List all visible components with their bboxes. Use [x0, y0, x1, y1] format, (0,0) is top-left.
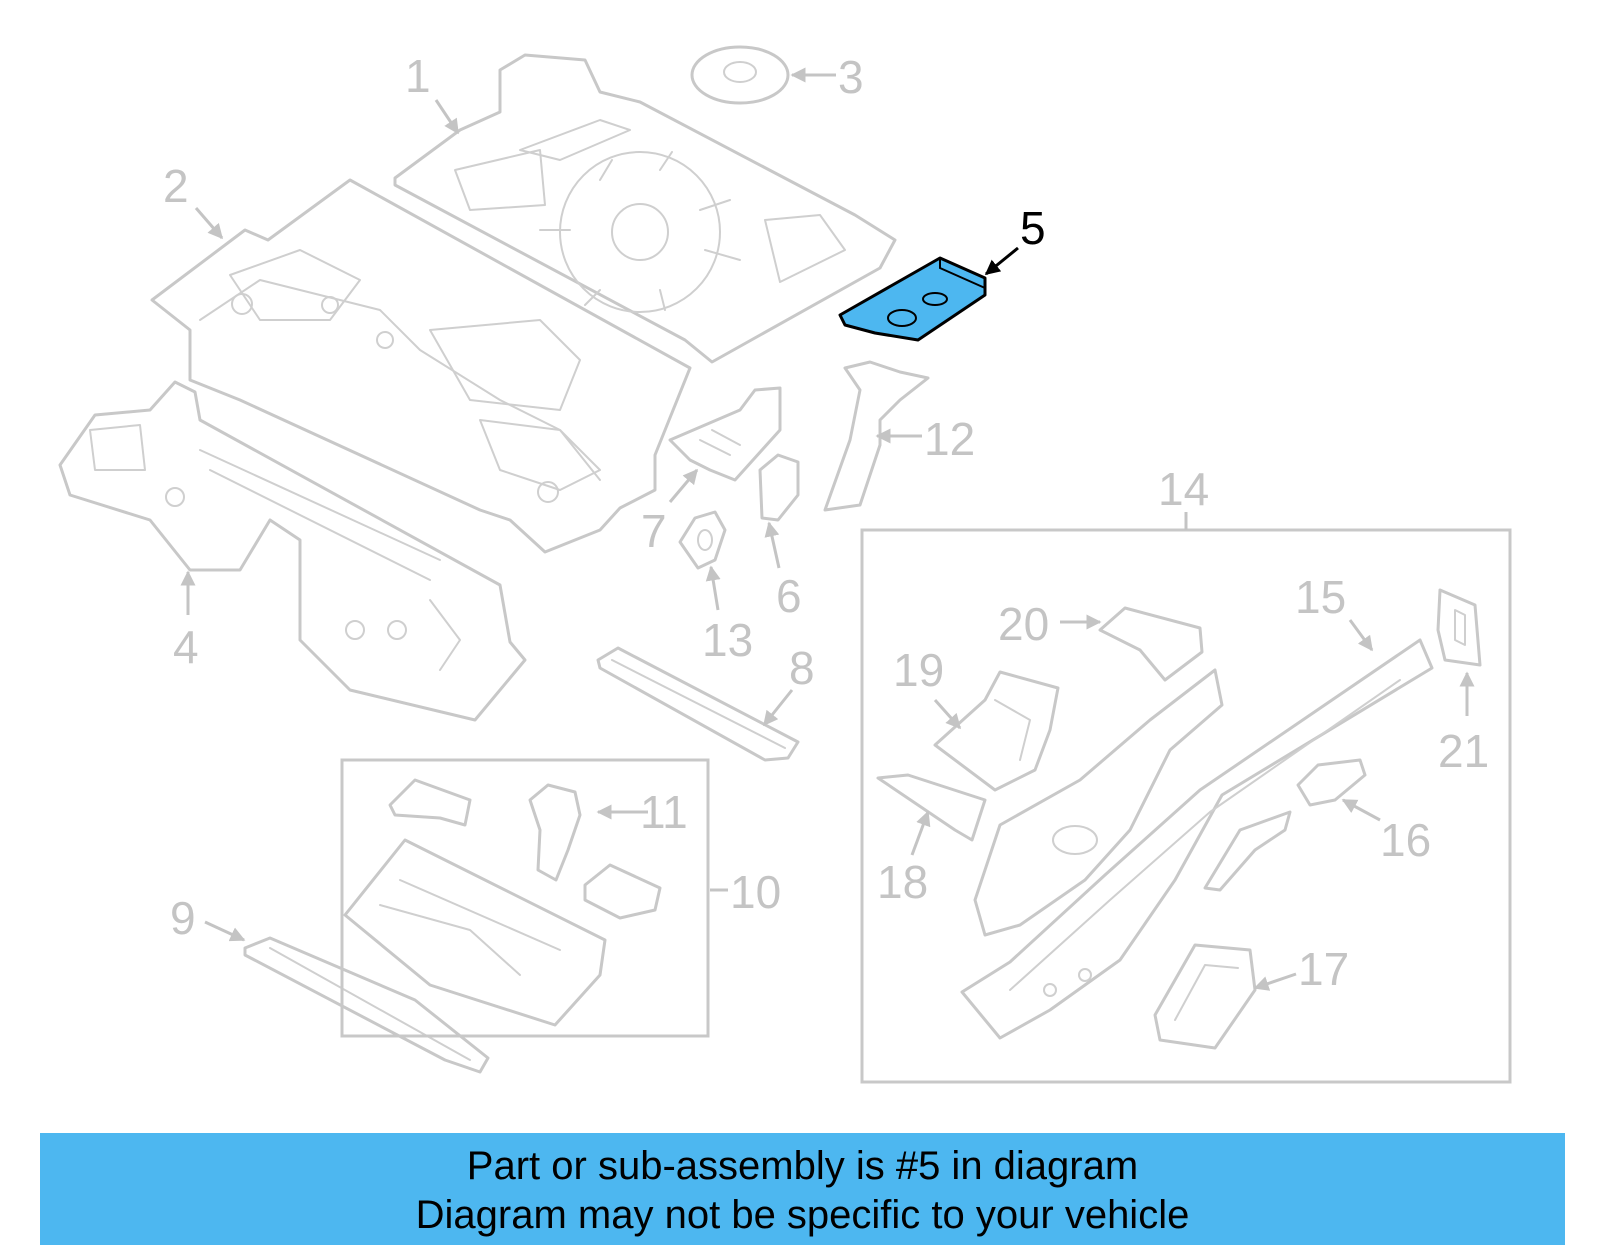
- label-2: 2: [163, 160, 189, 212]
- part-17-bracket: [1153, 943, 1257, 1050]
- leader-6: [764, 521, 781, 569]
- part-21-bracket: [1436, 588, 1482, 667]
- callout-labels: 1 2 3 4 5 6 7 8 9 10 11 12 13 14 15 16 1…: [163, 50, 1489, 995]
- label-5: 5: [1020, 202, 1046, 254]
- leader-8: [762, 689, 794, 727]
- label-19: 19: [893, 644, 944, 696]
- label-6: 6: [776, 570, 802, 622]
- banner-line-1: Part or sub-assembly is #5 in diagram: [466, 1144, 1139, 1188]
- part-15-side-rail: [960, 638, 1434, 1040]
- group-box-10: [340, 758, 710, 1038]
- part-4-rear-panel: [58, 380, 527, 722]
- label-12: 12: [924, 413, 975, 465]
- part-8-crossmember: [596, 646, 800, 762]
- leader-9: [204, 920, 246, 942]
- part-19-bracket: [933, 670, 1060, 792]
- label-13: 13: [702, 614, 753, 666]
- leader-18: [910, 810, 931, 856]
- label-16: 16: [1380, 814, 1431, 866]
- part-11-bracket: [528, 783, 662, 920]
- part-16-bracket: [1203, 758, 1367, 892]
- label-20: 20: [998, 598, 1049, 650]
- leader-13: [705, 565, 721, 611]
- leader-7: [668, 468, 699, 503]
- label-17: 17: [1298, 943, 1349, 995]
- part-5-highlighted-bracket: [838, 256, 987, 342]
- leader-15: [1348, 619, 1374, 652]
- label-11: 11: [640, 786, 688, 838]
- leader-17: [1253, 972, 1297, 991]
- part-10-floor-section: [343, 778, 607, 1027]
- label-9: 9: [170, 892, 196, 944]
- label-3: 3: [838, 51, 864, 103]
- part-18-bracket: [876, 773, 987, 842]
- label-21: 21: [1438, 725, 1489, 777]
- part-1-rear-floor-pan: [393, 53, 897, 364]
- part-14-inner-rail: [973, 668, 1224, 937]
- label-15: 15: [1295, 571, 1346, 623]
- label-8: 8: [789, 642, 815, 694]
- label-18: 18: [877, 856, 928, 908]
- leader-2: [194, 207, 224, 240]
- leader-5: [984, 246, 1019, 276]
- leader-19: [933, 699, 962, 730]
- part-7-bracket: [668, 386, 782, 482]
- part-20-bracket: [1098, 606, 1204, 682]
- label-4: 4: [173, 621, 199, 673]
- leader-lines: [180, 67, 1475, 991]
- label-1: 1: [405, 50, 431, 102]
- label-10: 10: [730, 866, 781, 918]
- part-13-bracket: [678, 510, 727, 570]
- leader-16: [1341, 798, 1381, 822]
- part-3-spare-wheel-cover: [690, 45, 790, 105]
- part-6-bracket: [758, 453, 800, 522]
- leader-1: [434, 99, 460, 135]
- banner-line-2: Diagram may not be specific to your vehi…: [415, 1193, 1190, 1237]
- part-9-side-rail: [243, 936, 490, 1074]
- label-14: 14: [1158, 463, 1209, 515]
- part-2-floor-assembly: [150, 178, 692, 554]
- label-7: 7: [641, 505, 667, 557]
- info-banner: Part or sub-assembly is #5 in diagram Di…: [40, 1133, 1565, 1245]
